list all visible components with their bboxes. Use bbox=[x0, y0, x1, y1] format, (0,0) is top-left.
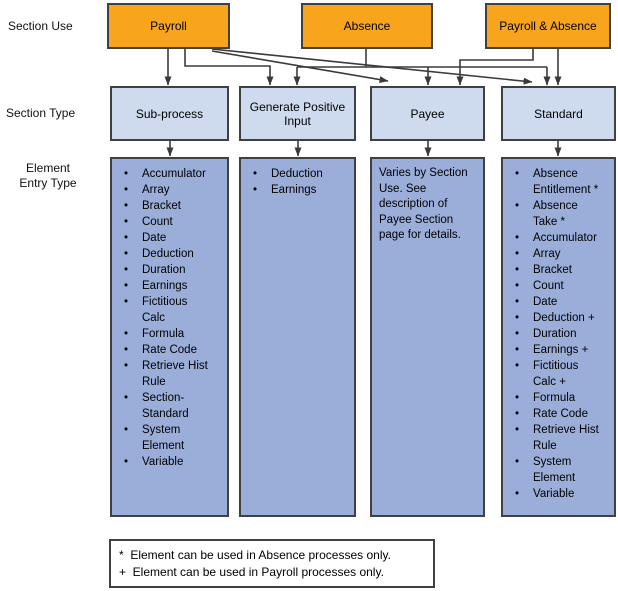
list-item: Deduction + bbox=[513, 310, 610, 326]
bullet-list: Absence Entitlement *Absence Take *Accum… bbox=[503, 159, 614, 502]
list-item: Count bbox=[513, 278, 610, 294]
list-item: Fictitious Calc + bbox=[513, 358, 610, 390]
node-sub-process: Sub-process bbox=[110, 86, 229, 141]
list-item: Bracket bbox=[513, 262, 610, 278]
list-item: Duration bbox=[513, 326, 610, 342]
list-item: Rate Code bbox=[513, 406, 610, 422]
arrow-payroll-absence-to-payee bbox=[456, 49, 534, 86]
element-list-sub-process: AccumulatorArrayBracketCountDateDeductio… bbox=[110, 157, 229, 517]
list-item: Earnings bbox=[122, 278, 223, 294]
list-item: Earnings + bbox=[513, 342, 610, 358]
list-item: Bracket bbox=[122, 198, 223, 214]
list-item: Variable bbox=[122, 454, 223, 470]
row-label-element-entry-type: Element Entry Type bbox=[19, 161, 77, 190]
list-item: System Element bbox=[513, 454, 610, 486]
list-item: Accumulator bbox=[122, 166, 223, 182]
list-item: Deduction bbox=[122, 246, 223, 262]
element-note-payee: Varies by Section Use. See description o… bbox=[370, 157, 485, 517]
list-item: Variable bbox=[513, 486, 610, 502]
list-item: Count bbox=[122, 214, 223, 230]
node-payroll-and-absence: Payroll & Absence bbox=[485, 3, 611, 49]
list-item: Deduction bbox=[251, 166, 350, 182]
row-label-section-type: Section Type bbox=[6, 106, 76, 120]
list-item: Retrieve Hist Rule bbox=[513, 422, 610, 454]
node-absence: Absence bbox=[301, 3, 433, 49]
legend-line-absence-only: * Element can be used in Absence process… bbox=[119, 548, 391, 562]
list-item: Duration bbox=[122, 262, 223, 278]
bullet-list: AccumulatorArrayBracketCountDateDeductio… bbox=[112, 159, 227, 470]
element-list-generate-positive-input: DeductionEarnings bbox=[239, 157, 356, 517]
list-item: Formula bbox=[513, 390, 610, 406]
list-item: Date bbox=[122, 230, 223, 246]
row-label-section-use: Section Use bbox=[8, 19, 73, 33]
list-item: Accumulator bbox=[513, 230, 610, 246]
element-list-standard: Absence Entitlement *Absence Take *Accum… bbox=[501, 157, 616, 517]
arrow-payroll-to-generate-positive-input bbox=[184, 49, 274, 86]
node-standard: Standard bbox=[501, 86, 616, 141]
list-item: Array bbox=[122, 182, 223, 198]
list-item: Formula bbox=[122, 326, 223, 342]
node-payee: Payee bbox=[370, 86, 485, 141]
legend-box: * Element can be used in Absence process… bbox=[109, 539, 435, 588]
payee-note-text: Varies by Section Use. See description o… bbox=[379, 167, 468, 241]
bullet-list: DeductionEarnings bbox=[241, 159, 354, 198]
arrow-payroll-to-payee bbox=[211, 50, 389, 84]
list-item: Array bbox=[513, 246, 610, 262]
node-payroll: Payroll bbox=[107, 3, 230, 49]
list-item: Fictitious Calc bbox=[122, 294, 223, 326]
node-generate-positive-input: Generate Positive Input bbox=[239, 86, 356, 141]
list-item: Earnings bbox=[251, 182, 350, 198]
legend-line-payroll-only: + Element can be used in Payroll process… bbox=[119, 565, 384, 579]
list-item: System Element bbox=[122, 422, 223, 454]
list-item: Rate Code bbox=[122, 342, 223, 358]
list-item: Retrieve Hist Rule bbox=[122, 358, 223, 390]
list-item: Absence Entitlement * bbox=[513, 166, 610, 198]
list-item: Date bbox=[513, 294, 610, 310]
arrow-payroll-to-standard bbox=[211, 48, 533, 85]
list-item: Absence Take * bbox=[513, 198, 610, 230]
list-item: Section- Standard bbox=[122, 390, 223, 422]
